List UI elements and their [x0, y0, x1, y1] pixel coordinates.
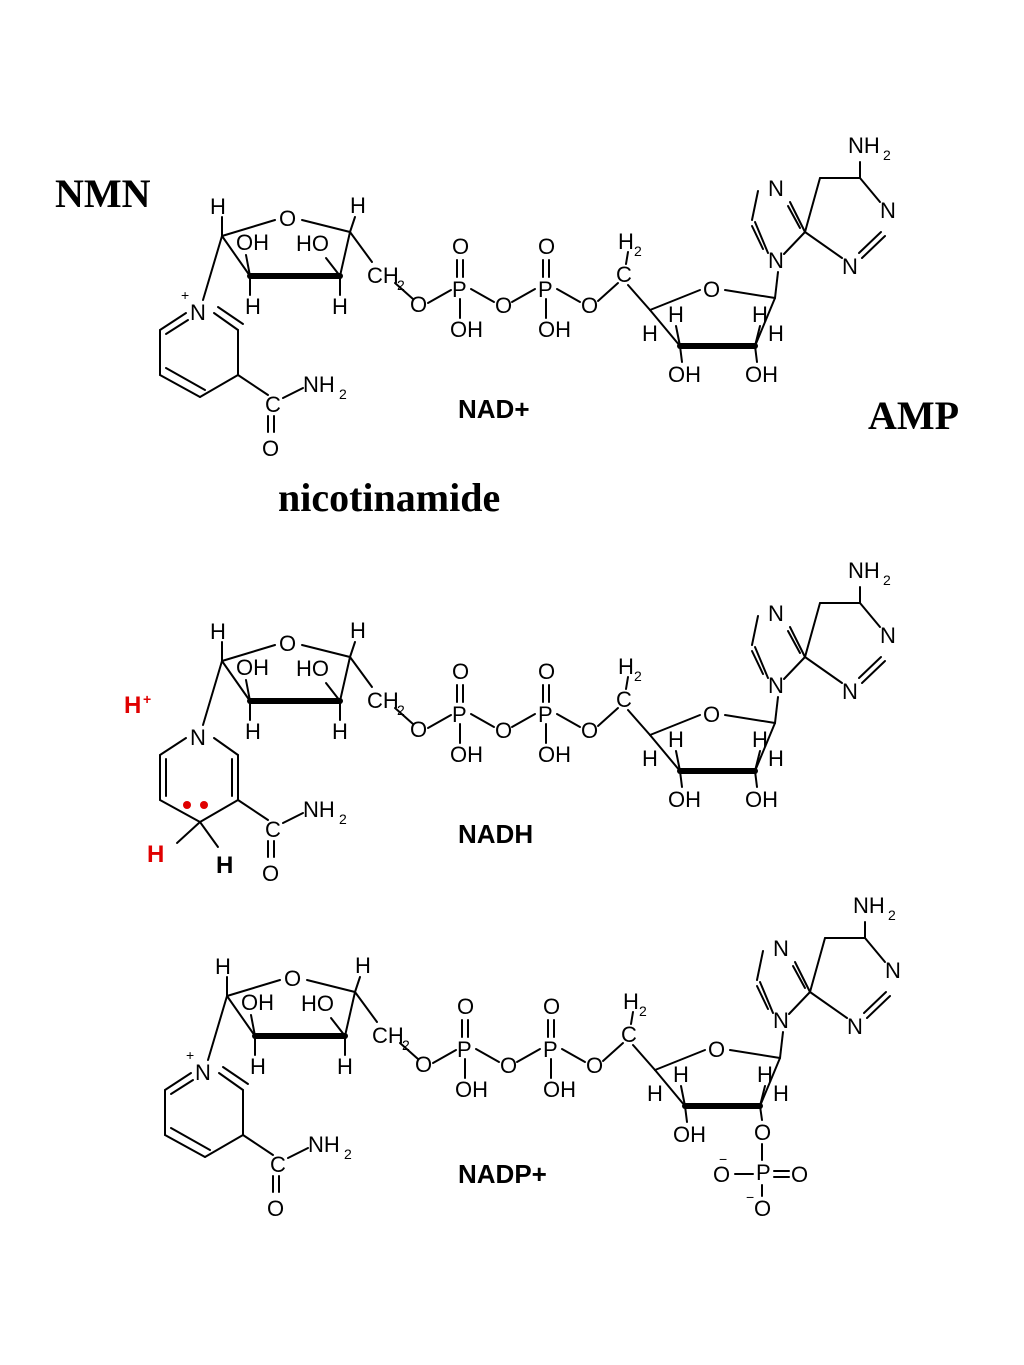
svg-text:OH: OH [745, 787, 778, 812]
structure-name: NAD+ [458, 394, 530, 424]
svg-text:P: P [756, 1160, 771, 1185]
svg-text:N: N [190, 725, 206, 750]
svg-text:N: N [195, 1060, 211, 1085]
svg-text:+: + [186, 1047, 194, 1063]
proton-label: H [124, 692, 141, 719]
nadp-plus-backbone [215, 893, 901, 1147]
nicotinamide-label: nicotinamide [278, 475, 500, 520]
svg-text:NH: NH [303, 372, 335, 397]
nad-plus-structure: OH N + C NH 2 O NAD+ [159, 133, 896, 461]
structure-name: NADH [458, 819, 533, 849]
svg-text:O: O [262, 861, 279, 886]
svg-text:−: − [746, 1189, 754, 1205]
svg-text:2: 2 [344, 1146, 352, 1162]
svg-text:−: − [719, 1151, 727, 1167]
svg-text:O: O [754, 1196, 771, 1221]
structure-name: NADP+ [458, 1159, 547, 1189]
svg-text:O: O [713, 1162, 730, 1187]
nad-plus-backbone [210, 133, 896, 387]
svg-text:NH: NH [308, 1132, 340, 1157]
amp-label: AMP [868, 393, 959, 438]
nadp-plus-structure: O P O O − O − N + C NH 2 O NADP+ [164, 893, 901, 1221]
electron-pair-dot [200, 801, 208, 809]
svg-text:C: C [265, 817, 281, 842]
svg-text:NH: NH [303, 797, 335, 822]
nadh-structure: OH N C NH 2 O NADH [159, 558, 896, 886]
svg-text:O: O [267, 1196, 284, 1221]
svg-text:N: N [190, 300, 206, 325]
electron-pair-dot [183, 801, 191, 809]
svg-text:C: C [265, 392, 281, 417]
svg-text:2: 2 [339, 811, 347, 827]
svg-text:+: + [181, 287, 189, 303]
proton-charge: + [143, 691, 151, 707]
nadh-annotations: H + H H [124, 691, 233, 879]
svg-text:O: O [791, 1162, 808, 1187]
hydride-h-label: H [147, 841, 164, 868]
svg-text:2: 2 [339, 386, 347, 402]
ring-h-label: H [216, 852, 233, 879]
nmn-label: NMN [55, 171, 151, 216]
nadh-backbone [210, 558, 896, 812]
svg-text:OH: OH [745, 362, 778, 387]
svg-text:C: C [270, 1152, 286, 1177]
svg-text:O: O [754, 1120, 771, 1145]
svg-text:O: O [262, 436, 279, 461]
